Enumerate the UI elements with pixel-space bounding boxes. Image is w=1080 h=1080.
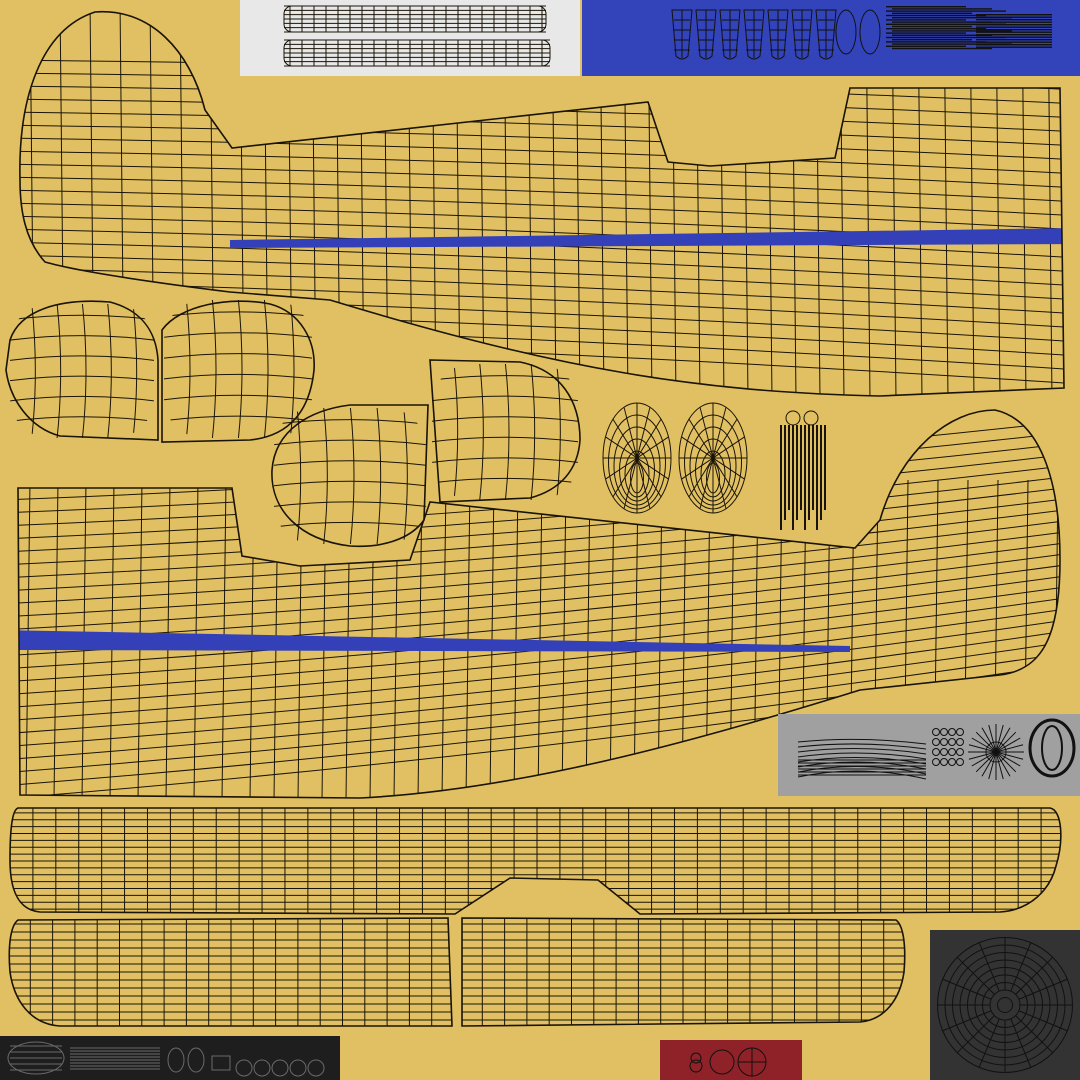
wheel-panel: [930, 930, 1080, 1080]
tailplane-panel: [240, 0, 580, 76]
spinner-islands: [602, 402, 748, 514]
fuselage-stripe-right: [18, 630, 850, 652]
small-parts-panel: [0, 1036, 340, 1080]
gear-parts-panel: [660, 1040, 802, 1080]
propeller-blade-panel: [582, 0, 1080, 76]
fuselage-stripe-left: [230, 228, 1065, 248]
misc-parts-panel: [778, 714, 1080, 796]
wing-lower-left-island: [8, 917, 453, 1027]
strip-parts: [780, 410, 826, 530]
wing-lower-right-island: [461, 917, 906, 1027]
canopy-islands: [5, 300, 581, 548]
